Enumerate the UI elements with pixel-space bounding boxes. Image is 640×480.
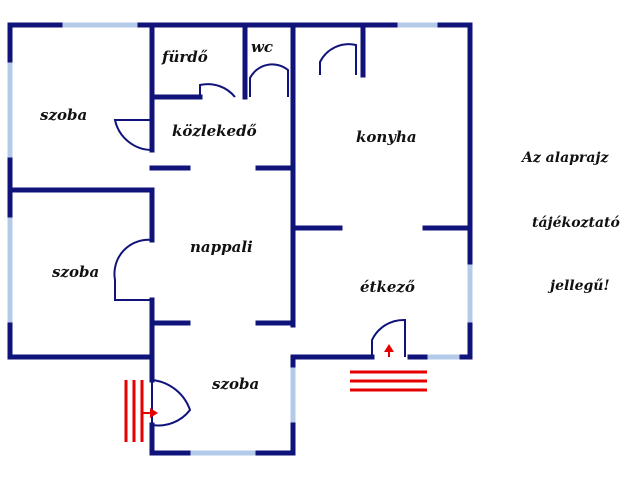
windows <box>7 22 473 456</box>
note-line-1: Az alaprajz <box>520 150 609 166</box>
door-furdo <box>199 83 236 98</box>
door-etkezo <box>371 318 406 357</box>
label-wc: wc <box>251 38 273 56</box>
door-entrance <box>151 378 192 427</box>
label-szoba-top: szoba <box>40 106 87 124</box>
room-labels: fürdő wc szoba közlekedő konyha nappali … <box>40 38 417 393</box>
disclaimer-note: Az alaprajz tájékoztató jellegű! <box>520 150 620 294</box>
note-line-3: jellegű! <box>547 278 610 294</box>
walls <box>7 22 473 456</box>
entrance-markers <box>124 344 427 442</box>
label-etkezo: étkező <box>360 278 415 296</box>
stairs-arrow-head-icon <box>384 344 394 352</box>
door-konyha <box>319 43 357 75</box>
door-wc <box>249 63 289 97</box>
label-szoba-bottom: szoba <box>212 375 259 393</box>
door-szoba-left <box>113 238 153 301</box>
label-szoba-left: szoba <box>52 263 99 281</box>
label-konyha: konyha <box>356 128 417 146</box>
doors <box>113 43 406 427</box>
label-kozlekedo: közlekedő <box>172 122 257 140</box>
note-line-2: tájékoztató <box>532 215 620 231</box>
label-nappali: nappali <box>190 238 253 256</box>
entrance-arrow-head-icon <box>150 408 158 418</box>
label-furdo: fürdő <box>161 48 208 66</box>
door-szoba-top <box>113 119 153 151</box>
